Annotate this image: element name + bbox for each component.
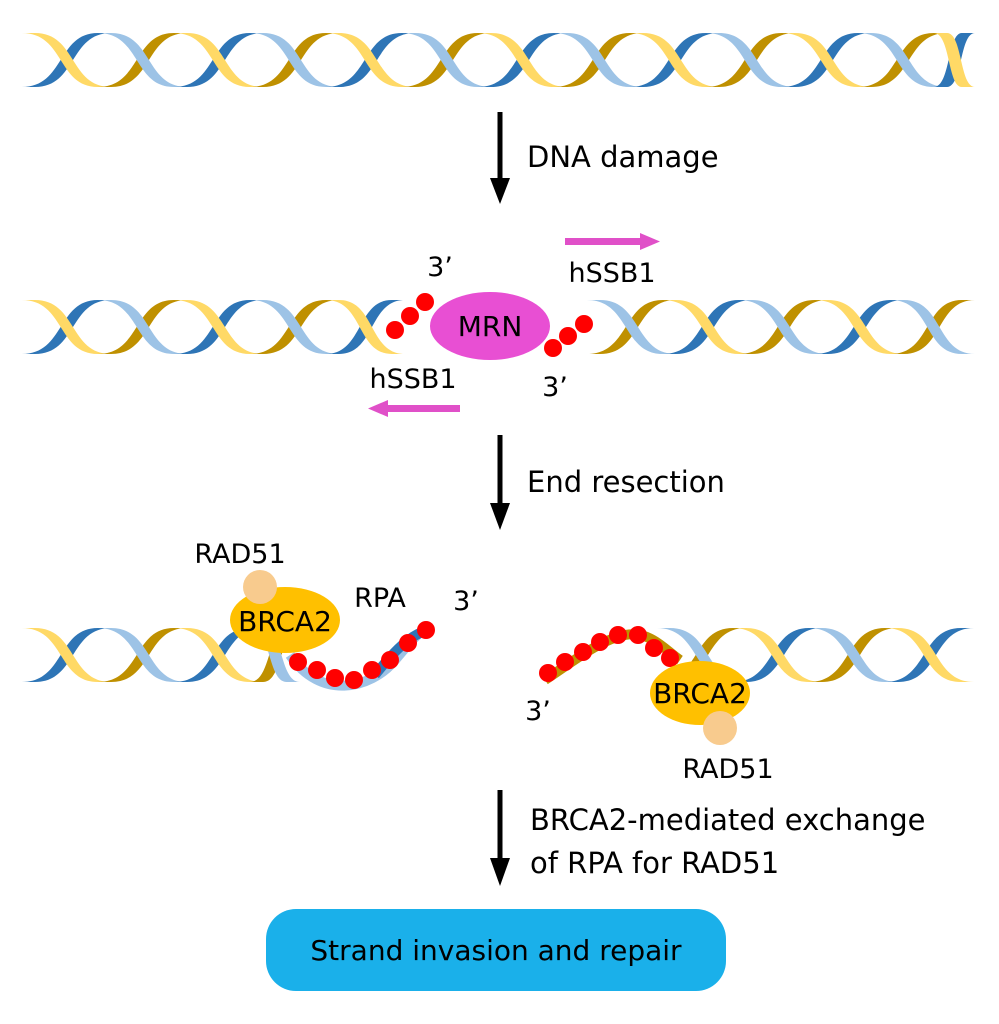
dna-strand-front bbox=[662, 300, 752, 354]
hssb1-right-label: hSSB1 bbox=[568, 258, 655, 289]
dna-strand-front bbox=[21, 628, 111, 682]
broken-dna-left-helix bbox=[21, 300, 405, 354]
dna-strand-front bbox=[249, 300, 339, 354]
end-resection-label: End resection bbox=[527, 465, 725, 499]
dna-strand-front bbox=[890, 300, 975, 354]
resected-dna-right-helix bbox=[656, 628, 974, 682]
dna-strand-front bbox=[586, 300, 676, 354]
dna-strand-front bbox=[738, 300, 828, 354]
hssb1-left-rpa-dots bbox=[386, 293, 434, 339]
brca2-right-label: BRCA2 bbox=[653, 677, 747, 710]
dna-damage-arrow bbox=[490, 112, 510, 204]
dna-damage-label: DNA damage bbox=[527, 140, 719, 174]
dna-strand-front bbox=[97, 300, 187, 354]
dna-strand-front bbox=[808, 628, 898, 682]
dna-strand-front bbox=[249, 33, 339, 87]
dna-strand-front bbox=[21, 300, 111, 354]
three-prime-end-right: 3’ bbox=[525, 696, 551, 727]
dna-strand-front bbox=[21, 33, 111, 87]
brca2-exchange-label-line1: BRCA2-mediated exchange bbox=[530, 803, 925, 837]
rad51-right-icon bbox=[703, 711, 737, 745]
resected-dna-left-helix bbox=[21, 628, 300, 682]
rad51-left-icon bbox=[243, 570, 277, 604]
brca2-exchange-label-line2: of RPA for RAD51 bbox=[530, 846, 779, 880]
dna-strand-front bbox=[814, 300, 904, 354]
rad51-right-label: RAD51 bbox=[682, 754, 773, 785]
hssb1-right-arrow-icon bbox=[565, 233, 660, 250]
mrn-label: MRN bbox=[458, 310, 523, 343]
mrn-complex: MRN bbox=[430, 292, 550, 360]
dna-strand-front bbox=[249, 628, 300, 682]
dna-strand-front bbox=[97, 33, 187, 87]
dna-strand-front bbox=[173, 628, 263, 682]
strand-invasion-box: Strand invasion and repair bbox=[266, 909, 726, 991]
dna-strand-front bbox=[477, 33, 567, 87]
hssb1-right-rpa-dots bbox=[544, 315, 593, 357]
dna-strand-front bbox=[173, 300, 263, 354]
dna-strand-front bbox=[857, 33, 947, 87]
hssb1-left-label: hSSB1 bbox=[369, 364, 456, 395]
end-resection-arrow bbox=[490, 435, 510, 530]
dna-strand-front bbox=[705, 33, 795, 87]
rad51-left-label: RAD51 bbox=[194, 539, 285, 570]
dna-strand-front bbox=[553, 33, 643, 87]
dna-strand-front bbox=[884, 628, 974, 682]
dna-strand-front bbox=[401, 33, 491, 87]
dna-strand-front bbox=[325, 300, 405, 354]
dna-strand-front bbox=[656, 628, 746, 682]
dna-strand-front bbox=[781, 33, 871, 87]
dna-strand-front bbox=[933, 33, 975, 87]
broken-dna-right-helix bbox=[586, 300, 975, 354]
three-prime-end-top: 3’ bbox=[427, 252, 453, 283]
dna-strand-front bbox=[732, 628, 822, 682]
dna-strand-front bbox=[629, 33, 719, 87]
hssb1-left-arrow-icon bbox=[368, 400, 460, 417]
brca2-exchange-arrow bbox=[490, 790, 510, 886]
dna-strand-front bbox=[173, 33, 263, 87]
brca2-left-label: BRCA2 bbox=[238, 605, 332, 638]
three-prime-end-bottom: 3’ bbox=[542, 372, 568, 403]
three-prime-end-left: 3’ bbox=[453, 586, 479, 617]
rpa-left-dots bbox=[289, 621, 435, 689]
brca2-right: BRCA2 bbox=[650, 661, 750, 725]
dna-strand-front bbox=[97, 628, 187, 682]
rpa-right-dots bbox=[539, 626, 679, 682]
strand-invasion-label: Strand invasion and repair bbox=[310, 934, 682, 967]
dna-strand-front bbox=[325, 33, 415, 87]
intact-dna-helix bbox=[21, 33, 975, 87]
rpa-left-label: RPA bbox=[354, 583, 406, 614]
